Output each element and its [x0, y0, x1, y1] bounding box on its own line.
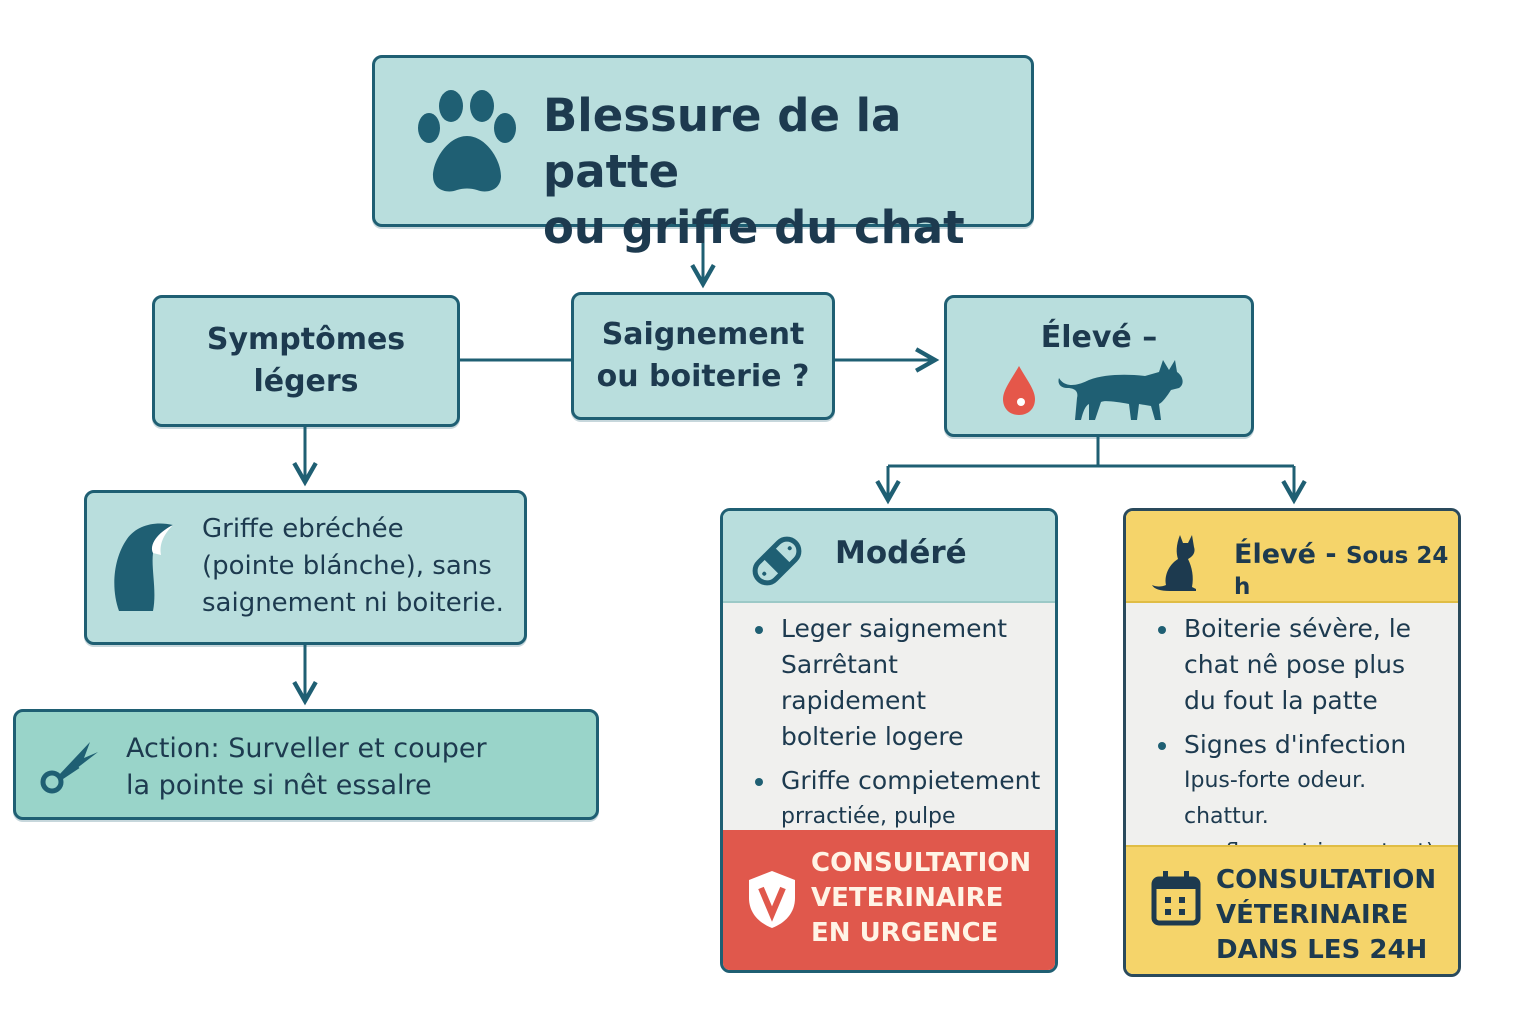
moderate-card-header: Modéré [723, 511, 1055, 603]
chip-line-1: Griffe ebréchée [202, 514, 404, 544]
decision-line-2: ou boiterie ? [596, 359, 810, 394]
severe-footer-line-1: CONSULTATION [1216, 865, 1437, 895]
severe-card-body: Boiterie sévère, le chat nê pose plus du… [1126, 611, 1458, 879]
action-box: Action: Surveller et couper la pointe si… [13, 709, 599, 820]
moderate-title: Modéré [835, 535, 967, 571]
severe-bullet-2-line-1: Signes d'infection [1184, 730, 1407, 759]
decision-line-1: Saignement [601, 317, 805, 352]
moderate-footer-line-3: EN URGENCE [811, 918, 999, 948]
decision-box: Saignement ou boiterie ? [571, 292, 835, 420]
action-line-2: la pointe si nêt essalre [126, 770, 432, 801]
severe-bullet-1: Boiterie sévère, le chat nê pose plus du… [1154, 611, 1452, 719]
severe-bullet-1-line-1: Boiterie sévère, le [1184, 614, 1412, 643]
severe-card-footer: CONSULTATION VÉTERINAIRE DANS LES 24H [1126, 845, 1458, 974]
severe-bullet-1-line-3: du fout la patte [1184, 686, 1378, 715]
moderate-bullet-1-line-3: bolterie logere [781, 722, 964, 751]
severe-card-header: Élevé - Sous 24 h [1126, 511, 1458, 603]
title-line-2: ou griffe du chat [543, 201, 965, 254]
title-box: Blessure de la patte ou griffe du chat [372, 55, 1034, 254]
moderate-card-footer: CONSULTATION VETERINAIRE EN URGENCE [723, 830, 1055, 970]
action-line-1: Action: Surveller et couper [126, 733, 487, 764]
branch-high [888, 437, 1100, 468]
mild-line-2: légers [253, 364, 359, 399]
moderate-bullet-1: Leger saignement Sarrêtant rapidement bo… [751, 611, 1049, 755]
moderate-footer-line-2: VETERINAIRE [811, 883, 1004, 913]
chip-line-3: saignement ni boiterie. [202, 588, 504, 618]
mild-symptoms-box: Symptômes légers [152, 295, 460, 427]
severe-title-suffix: Sous 24 h [1234, 543, 1449, 600]
severe-title: Élevé - [1234, 539, 1337, 570]
walking-cat-icon [1058, 360, 1183, 420]
title-line-1: Blessure de la patte [543, 89, 902, 198]
moderate-footer-line-1: CONSULTATION [811, 848, 1032, 878]
severe-bullet-1-line-2: chat nê pose plus [1184, 650, 1406, 679]
moderate-bullet-2-line-1: Griffe compietement [781, 766, 1041, 795]
severe-card: Élevé - Sous 24 h Boiterie sévère, le ch… [1123, 508, 1461, 977]
mild-line-1: Symptômes [206, 322, 406, 357]
blood-drop-icon [1003, 366, 1035, 415]
severe-footer-line-2: VÉTERINAIRE [1216, 900, 1409, 930]
claw-icon [114, 523, 173, 611]
moderate-bullet-1-line-2: Sarrêtant rapidement [781, 650, 927, 715]
chip-line-2: (pointe blánche), sans [202, 551, 492, 581]
severe-bullet-2-line-2: Ipus-forte odeur. chattur. [1184, 768, 1367, 829]
high-severity-box: Élevé – [944, 295, 1254, 437]
scissors-icon [40, 742, 98, 794]
moderate-card: Modéré Leger saignement Sarrêtant rapide… [720, 508, 1058, 973]
high-label: Élevé – [1040, 320, 1158, 355]
moderate-card-body: Leger saignement Sarrêtant rapidement bo… [723, 611, 1055, 879]
sitting-cat-icon [1152, 535, 1196, 591]
paw-icon [418, 90, 516, 192]
bandage-icon [752, 536, 802, 586]
shield-v-icon [749, 871, 795, 928]
calendar-icon [1151, 871, 1201, 926]
moderate-bullet-1-line-1: Leger saignement [781, 614, 1008, 643]
severe-bullet-2: Signes d'infection Ipus-forte odeur. cha… [1154, 727, 1452, 871]
chipped-claw-box: Griffe ebréchée (pointe blánche), sans s… [84, 490, 527, 645]
page-title: Blessure de la patte ou griffe du chat [543, 88, 1013, 256]
severe-footer-line-3: DANS LES 24H [1216, 935, 1428, 965]
